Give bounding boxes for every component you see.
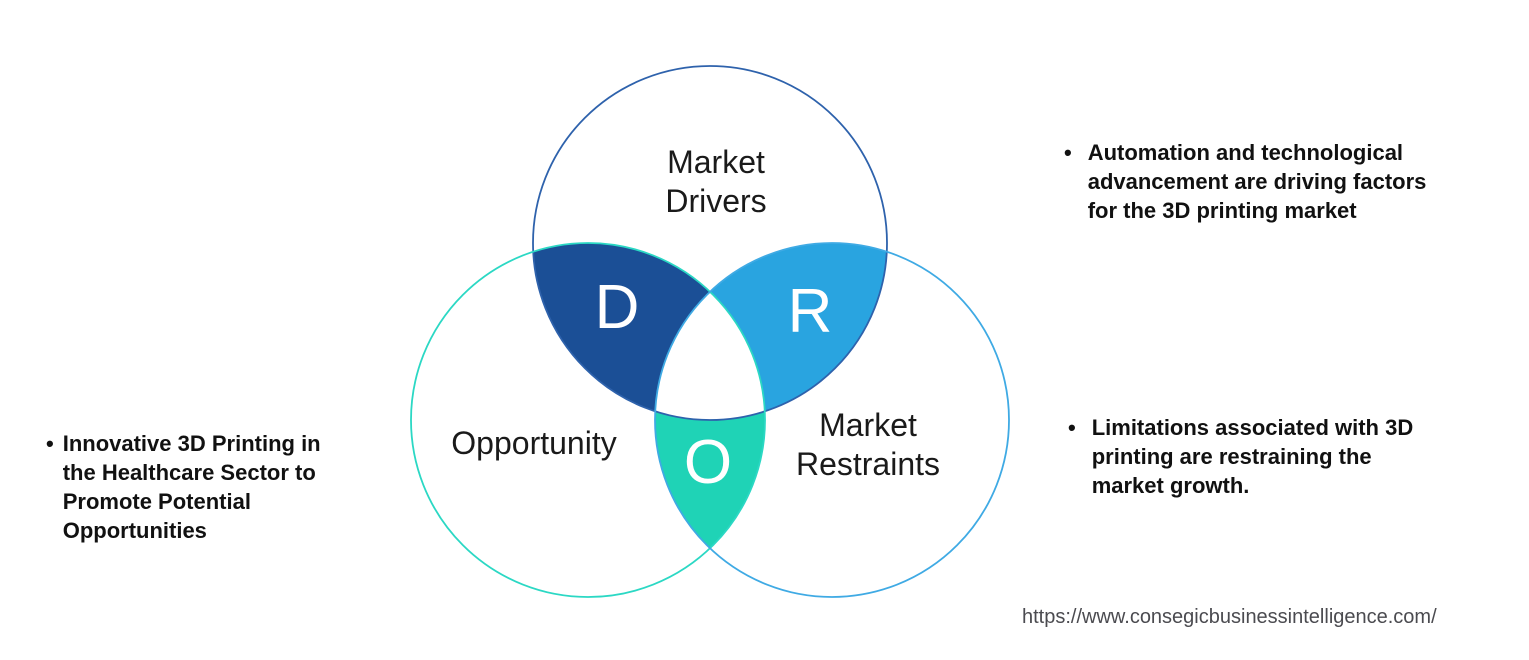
driver-bullet-text: Automation and technological advancement…: [1087, 140, 1427, 223]
driver-bullet: • Automation and technological advanceme…: [1064, 138, 1484, 225]
opportunity-circle-outline: [410, 242, 766, 598]
bullet-dot: •: [1068, 415, 1076, 440]
opportunity-lens-letter: O: [683, 428, 733, 497]
drivers-circle-label: Market Drivers: [665, 144, 767, 219]
restraint-bullet-text: Limitations associated with 3D printing …: [1091, 415, 1414, 498]
bullet-dot: •: [46, 431, 54, 456]
restraints-overlap-region: [655, 243, 887, 420]
restraint-bullet: • Limitations associated with 3D printin…: [1068, 413, 1488, 500]
bullet-dot: •: [1064, 140, 1072, 165]
restraints-circle-label: Market Restraints: [795, 407, 941, 482]
opportunity-bullet-text: Innovative 3D Printing in the Healthcare…: [62, 431, 321, 543]
restraints-lens-letter: R: [787, 277, 833, 346]
restraints-circle-outline: [654, 242, 1010, 598]
source-url: https://www.consegicbusinessintelligence…: [1022, 606, 1437, 628]
opportunity-bullet: • Innovative 3D Printing in the Healthca…: [46, 429, 366, 545]
drivers-lens-letter: D: [594, 273, 640, 342]
drivers-circle-outline: [532, 65, 888, 421]
opportunity-circle-label: Opportunity: [451, 425, 617, 461]
drivers-overlap-region: [533, 243, 765, 420]
